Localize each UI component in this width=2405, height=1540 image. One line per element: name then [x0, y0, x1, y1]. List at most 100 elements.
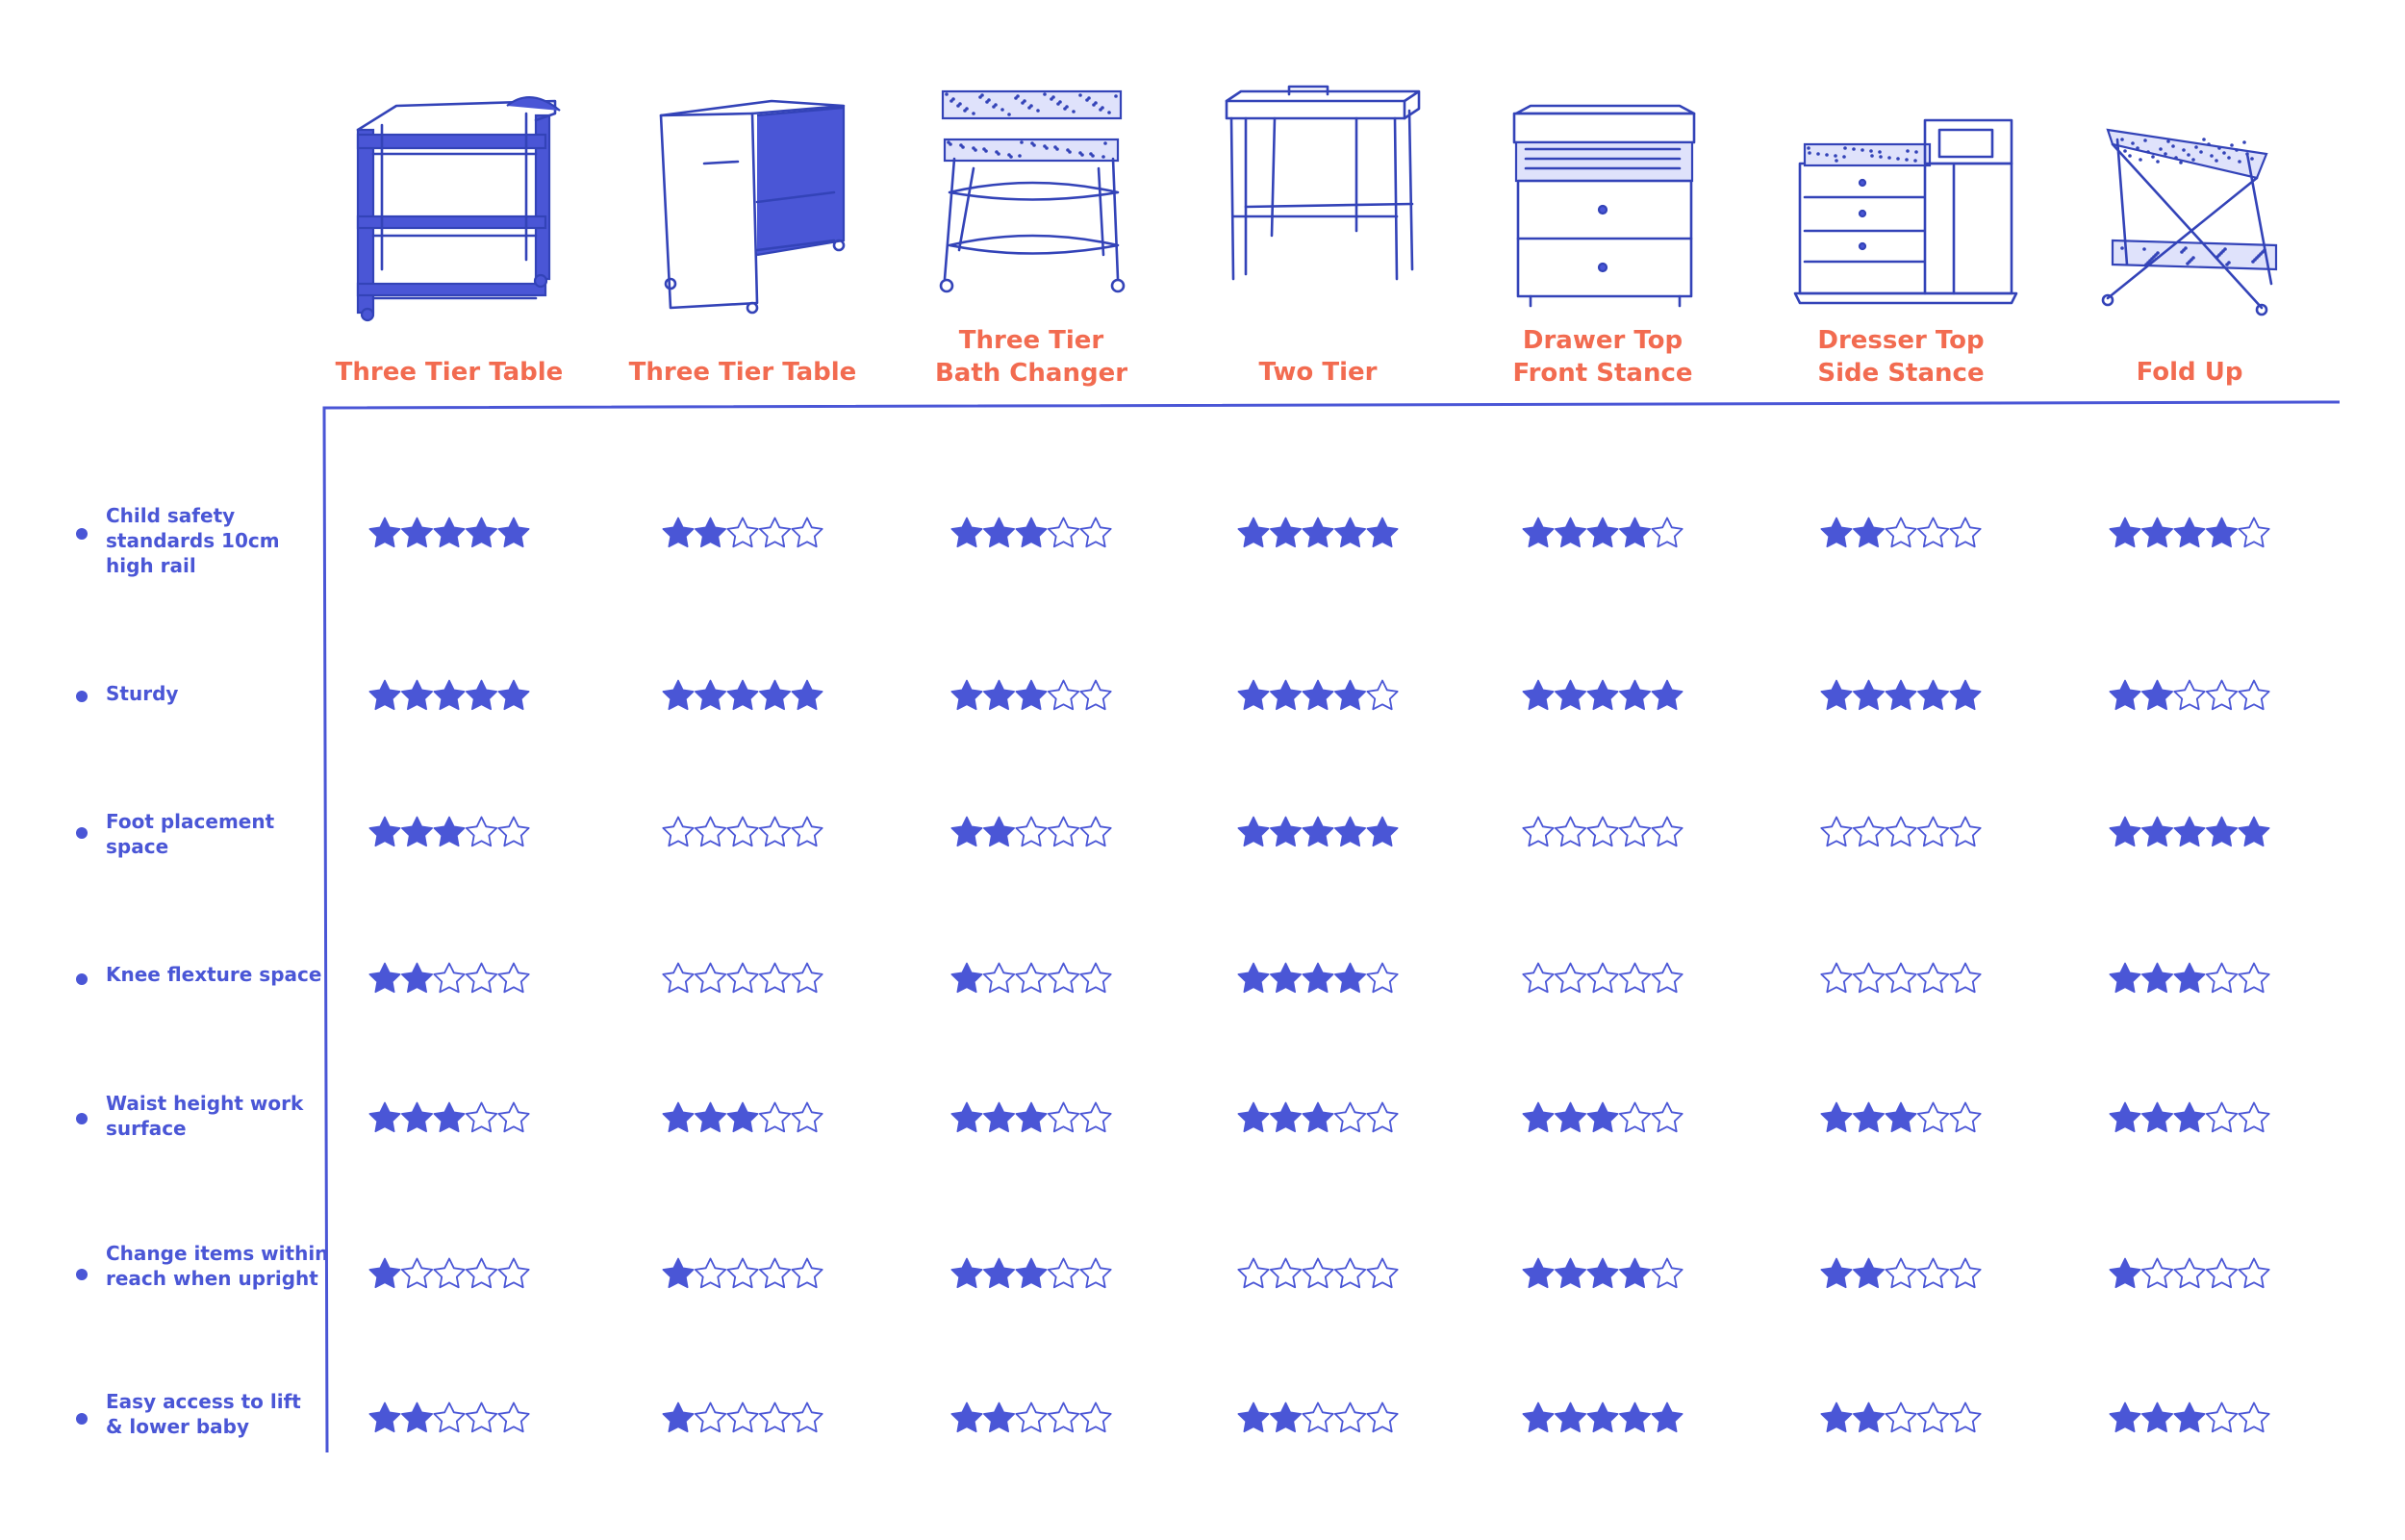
star-empty-icon	[791, 1101, 823, 1133]
star-filled-icon	[497, 679, 530, 711]
star-filled-icon	[1586, 679, 1619, 711]
star-filled-icon	[433, 816, 466, 847]
star-filled-icon	[401, 962, 433, 994]
star-empty-icon	[1586, 816, 1619, 847]
star-empty-icon	[1302, 1401, 1334, 1433]
star-filled-icon	[662, 517, 695, 548]
star-filled-icon	[2109, 962, 2141, 994]
star-empty-icon	[1820, 816, 1853, 847]
star-filled-icon	[2141, 517, 2173, 548]
row-label-3-line-2: space	[106, 835, 168, 858]
star-empty-icon	[694, 1401, 727, 1433]
star-empty-icon	[1302, 1257, 1334, 1289]
drawer-top-changer-icon	[1512, 104, 1696, 308]
rating-cell-r2-c2	[662, 679, 823, 711]
star-filled-icon	[1949, 679, 1982, 711]
star-filled-icon	[2141, 1401, 2173, 1433]
star-empty-icon	[1618, 816, 1652, 847]
star-empty-icon	[791, 962, 823, 994]
rating-cell-r7-c7	[2109, 1401, 2270, 1433]
row-label-6-line-1: Change items within	[106, 1242, 328, 1265]
star-filled-icon	[1885, 1101, 1917, 1133]
star-filled-icon	[1586, 1257, 1619, 1289]
star-filled-icon	[1366, 816, 1399, 847]
star-empty-icon	[726, 962, 759, 994]
star-empty-icon	[1885, 1257, 1917, 1289]
star-empty-icon	[662, 816, 695, 847]
row-label-5-line-1: Waist height work	[106, 1092, 304, 1115]
star-empty-icon	[1047, 679, 1080, 711]
rating-cell-r6-c4	[1237, 1257, 1399, 1289]
star-filled-icon	[2238, 816, 2270, 847]
star-empty-icon	[1366, 962, 1399, 994]
star-filled-icon	[726, 1101, 759, 1133]
rating-cell-r7-c6	[1820, 1401, 1982, 1433]
row-bullet-3	[76, 827, 88, 839]
star-filled-icon	[1270, 517, 1302, 548]
star-filled-icon	[950, 1257, 983, 1289]
star-filled-icon	[2141, 679, 2173, 711]
star-empty-icon	[497, 962, 530, 994]
star-filled-icon	[662, 1401, 695, 1433]
rating-cell-r6-c7	[2109, 1257, 2270, 1289]
star-empty-icon	[726, 1401, 759, 1433]
star-empty-icon	[791, 1257, 823, 1289]
star-filled-icon	[2206, 517, 2238, 548]
rating-cell-r2-c7	[2109, 679, 2270, 711]
star-empty-icon	[1916, 1101, 1950, 1133]
star-filled-icon	[2109, 1257, 2141, 1289]
star-filled-icon	[1651, 679, 1684, 711]
star-empty-icon	[400, 1257, 434, 1289]
rating-cell-r7-c3	[950, 1401, 1112, 1433]
star-filled-icon	[1853, 1401, 1885, 1433]
star-empty-icon	[1949, 1401, 1982, 1433]
row-label-1-line-1: Child safety	[106, 504, 235, 527]
rating-cell-r1-c4	[1237, 517, 1399, 548]
star-filled-icon	[466, 679, 497, 711]
star-filled-icon	[983, 816, 1015, 847]
star-filled-icon	[1917, 679, 1949, 711]
star-filled-icon	[950, 816, 983, 847]
star-empty-icon	[2238, 679, 2270, 711]
column-title-3-line-1: Three Tier	[959, 326, 1104, 355]
star-filled-icon	[695, 1101, 726, 1133]
star-filled-icon	[2173, 1401, 2206, 1433]
star-empty-icon	[1366, 679, 1399, 711]
rating-cell-r2-c6	[1820, 679, 1982, 711]
star-empty-icon	[1079, 816, 1112, 847]
star-empty-icon	[1651, 1101, 1684, 1133]
star-filled-icon	[368, 1101, 401, 1133]
star-empty-icon	[1651, 816, 1684, 847]
rating-cell-r7-c1	[368, 1401, 530, 1433]
table-frame-line	[322, 400, 2341, 1453]
star-filled-icon	[2109, 1101, 2141, 1133]
column-title-6-line-2: Side Stance	[1817, 359, 1984, 388]
rating-cell-r6-c1	[368, 1257, 530, 1289]
illustrations	[356, 85, 2278, 322]
star-empty-icon	[1047, 1101, 1080, 1133]
star-empty-icon	[1079, 517, 1112, 548]
star-empty-icon	[1916, 816, 1950, 847]
star-filled-icon	[1820, 1401, 1853, 1433]
rating-cell-r3-c3	[950, 816, 1112, 847]
star-filled-icon	[401, 679, 433, 711]
star-empty-icon	[465, 816, 498, 847]
star-filled-icon	[1522, 1401, 1555, 1433]
star-filled-icon	[662, 679, 695, 711]
star-filled-icon	[950, 517, 983, 548]
star-empty-icon	[694, 816, 727, 847]
star-filled-icon	[2206, 816, 2238, 847]
star-empty-icon	[2140, 1257, 2174, 1289]
star-empty-icon	[1366, 1401, 1399, 1433]
star-empty-icon	[1618, 962, 1652, 994]
star-filled-icon	[1237, 962, 1270, 994]
rating-cell-r3-c5	[1522, 816, 1684, 847]
star-empty-icon	[1047, 962, 1080, 994]
star-filled-icon	[1619, 1257, 1651, 1289]
column-title-3-line-2: Bath Changer	[935, 359, 1127, 388]
star-filled-icon	[1555, 1101, 1586, 1133]
star-filled-icon	[950, 1401, 983, 1433]
star-filled-icon	[983, 517, 1015, 548]
star-empty-icon	[726, 1257, 759, 1289]
